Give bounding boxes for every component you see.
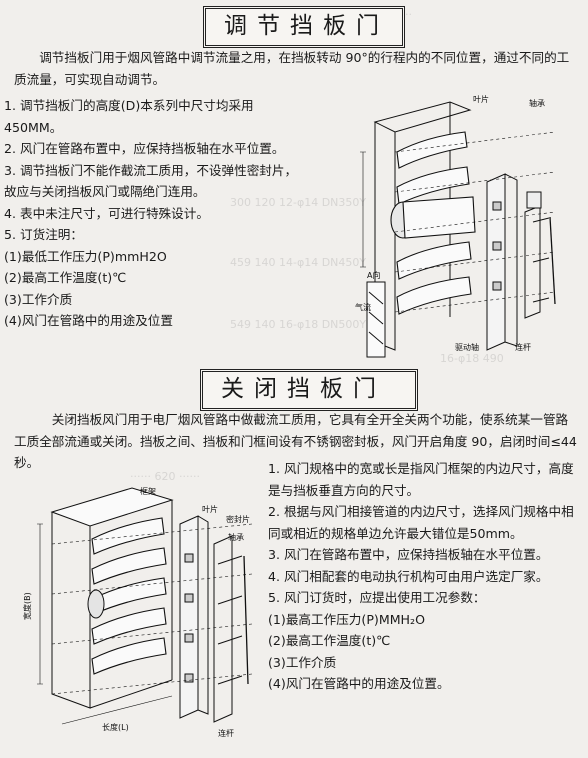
- label-rod: 连杆: [515, 342, 531, 352]
- list-item: 1. 调节挡板门的高度(D)本系列中尺寸均采用: [4, 98, 254, 113]
- section1-intro: 调节挡板门用于烟风管路中调节流量之用，在挡板转动 90°的行程内的不同位置，通过…: [14, 50, 570, 87]
- list-item: 2. 根据与风门相接管道的内边尺寸，选择风门规格中相同或相近的规格单边允许最大错…: [268, 504, 574, 541]
- list-item: 4. 风门相配套的电动执行机构可由用户选定厂家。: [268, 568, 549, 584]
- label-a-view: A向: [367, 270, 380, 280]
- list-item: (3)工作介质: [268, 654, 337, 670]
- regulating-damper-figure: 叶片 轴承 驱动轴 连杆 气流 A向: [355, 94, 556, 358]
- list-item: (4)风门在管路中的用途及位置: [4, 313, 173, 328]
- label-drive-shaft: 驱动轴: [455, 342, 479, 352]
- list-item: 1. 风门规格中的宽或长是指风门框架的内边尺寸，高度是与挡板垂直方向的尺寸。: [268, 461, 574, 498]
- list-item: 3. 调节挡板门不能作截流工质用，不设弹性密封片，: [4, 162, 298, 178]
- section2-title: 关闭挡板门: [200, 369, 418, 411]
- label-airflow: 气流: [355, 302, 371, 312]
- list-item: (2)最高工作温度(t)℃: [4, 270, 127, 285]
- section1-title: 调节挡板门: [203, 6, 405, 48]
- list-item: 5. 订货注明：: [4, 227, 83, 242]
- label-leaf: 叶片: [473, 94, 489, 104]
- section2-intro: 关闭挡板风门用于电厂烟风管路中做截流工质用，它具有全开全关两个功能，使系统某一管…: [14, 412, 577, 470]
- section1-list: 1. 调节挡板门的高度(D)本系列中尺寸均采用 450MM。 2. 风门在管路布…: [4, 95, 354, 332]
- section2-list: 1. 风门规格中的宽或长是指风门框架的内边尺寸，高度是与挡板垂直方向的尺寸。 2…: [268, 458, 582, 695]
- label-frame: 框架: [140, 486, 156, 496]
- list-item: (1)最高工作压力(P)MMH₂O: [268, 611, 425, 627]
- label-seal: 密封片: [226, 514, 250, 524]
- list-item: (4)风门在管路中的用途及位置。: [268, 676, 450, 691]
- list-item: 故应与关闭挡板风门或隔绝门连用。: [4, 184, 206, 199]
- shutoff-damper-figure: 框架 叶片 密封片 轴承 连杆 宽度(B) 长度(L): [22, 486, 253, 738]
- list-item: 5. 风门订货时，应提出使用工况参数：: [268, 590, 486, 605]
- list-item: (2)最高工作温度(t)℃: [268, 633, 391, 648]
- label-rod: 连杆: [218, 728, 234, 738]
- label-bearing: 轴承: [228, 532, 244, 542]
- list-item: 3. 风门在管路布置中，应保持挡板轴在水平位置。: [268, 547, 549, 562]
- list-item: (3)工作介质: [4, 291, 73, 307]
- label-width: 宽度(B): [22, 592, 32, 620]
- label-leaf: 叶片: [202, 504, 218, 514]
- list-item: 4. 表中未注尺寸，可进行特殊设计。: [4, 205, 209, 221]
- label-bearing: 轴承: [529, 98, 545, 108]
- list-item: (1)最低工作压力(P)mmH2O: [4, 248, 167, 264]
- list-item: 2. 风门在管路布置中，应保持挡板轴在水平位置。: [4, 141, 285, 156]
- list-item: 450MM。: [4, 119, 63, 135]
- label-length: 长度(L): [102, 722, 129, 732]
